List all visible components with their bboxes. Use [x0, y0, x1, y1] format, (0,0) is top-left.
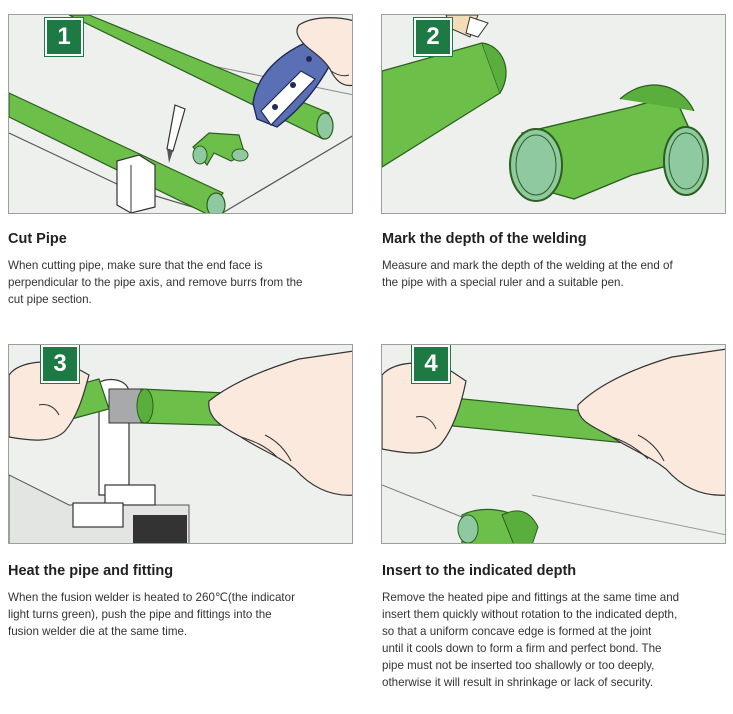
- white-block: [116, 154, 156, 213]
- step-2-title: Mark the depth of the welding: [382, 231, 587, 247]
- right-hand-icon: [208, 350, 352, 496]
- elbow-fitting: [509, 84, 709, 202]
- step-1-title: Cut Pipe: [8, 231, 67, 247]
- step-1-number-badge: 1: [45, 18, 83, 56]
- step-1-illustration: 1: [8, 14, 353, 214]
- step-2-desc-line: the pipe with a special ruler and a suit…: [382, 276, 624, 289]
- elbow-fitting: [457, 508, 539, 543]
- step-4-desc-line: pipe must not be inserted too shallowly …: [382, 659, 655, 672]
- step-3-desc-line: fusion welder die at the same time.: [8, 625, 188, 638]
- step-1-description: When cutting pipe, make sure that the en…: [8, 257, 303, 308]
- step-2-description: Measure and mark the depth of the weldin…: [382, 257, 673, 291]
- step-3-number-badge: 3: [41, 345, 79, 383]
- step-3-title: Heat the pipe and fitting: [8, 563, 174, 579]
- pencil-icon: [166, 104, 186, 163]
- mark-depth-illustration: [382, 15, 709, 202]
- hand-icon: [296, 17, 352, 87]
- step-3-description: When the fusion welder is heated to 260℃…: [8, 589, 295, 640]
- right-hand-icon: [577, 348, 725, 496]
- step-3-desc-line: When the fusion welder is heated to 260℃…: [8, 591, 295, 604]
- pipe-cutter-icon: [252, 42, 332, 128]
- step-1-desc-line: perpendicular to the pipe axis, and remo…: [8, 276, 303, 289]
- elbow-fitting: [192, 132, 249, 167]
- step-1-desc-line: cut pipe section.: [8, 293, 92, 306]
- pipe-bottom: [9, 92, 226, 213]
- left-hand-icon: [382, 362, 467, 454]
- step-4-desc-line: Remove the heated pipe and fittings at t…: [382, 591, 680, 604]
- step-1-desc-line: When cutting pipe, make sure that the en…: [8, 259, 263, 272]
- step-4-desc-line: insert them quickly without rotation to …: [382, 608, 678, 621]
- cut-pipe-illustration: [9, 15, 352, 213]
- step-4-desc-line: so that a uniform concave edge is formed…: [382, 625, 652, 638]
- heat-pipe-illustration: [9, 350, 352, 543]
- step-4-description: Remove the heated pipe and fittings at t…: [382, 589, 679, 691]
- step-3-illustration: 3: [8, 344, 353, 544]
- step-4-number-badge: 4: [412, 345, 450, 383]
- step-4-title: Insert to the indicated depth: [382, 563, 577, 579]
- straight-pipe: [382, 42, 507, 168]
- insert-depth-illustration: [382, 348, 725, 543]
- step-2-illustration: 2: [381, 14, 726, 214]
- step-2-number-badge: 2: [414, 18, 452, 56]
- step-3-desc-line: light turns green), push the pipe and fi…: [8, 608, 272, 621]
- step-4-desc-line: otherwise it will result in shrinkage or…: [382, 676, 654, 689]
- ruler-icon: [445, 15, 489, 38]
- step-4-illustration: 4: [381, 344, 726, 544]
- step-4-desc-line: until it cools down to form a firm and p…: [382, 642, 662, 655]
- step-2-desc-line: Measure and mark the depth of the weldin…: [382, 259, 673, 272]
